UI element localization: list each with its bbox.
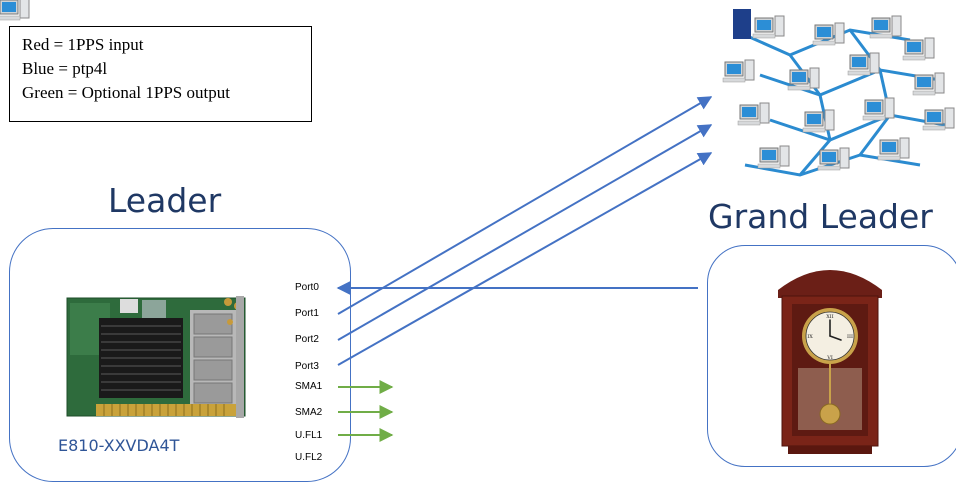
port-label-ufl1: U.FL1 [295, 430, 323, 441]
port-label-port2: Port2 [295, 334, 319, 345]
network-card-icon [66, 296, 246, 418]
pendulum-clock-icon: XII III VI IX [778, 270, 882, 454]
grand-leader-title: Grand Leader [708, 197, 933, 236]
port-label-port1: Port1 [295, 308, 319, 319]
ptp-links [336, 96, 713, 366]
port-label-sma1: SMA1 [295, 381, 323, 392]
legend-blue: Blue = ptp4l [22, 59, 108, 78]
card-label: E810-XXVDA4T [58, 436, 180, 455]
port-label-port3: Port3 [295, 361, 319, 372]
port-label-ufl2: U.FL2 [295, 452, 323, 463]
legend: Red = 1PPS input Blue = ptp4l Green = Op… [9, 26, 312, 122]
link-port1 [337, 96, 713, 315]
pps-output-arrows [338, 380, 394, 442]
legend-green: Green = Optional 1PPS output [22, 83, 230, 102]
svg-text:III: III [847, 334, 853, 340]
link-port2 [337, 124, 713, 341]
computer-network-icon [0, 0, 955, 177]
leader-title: Leader [108, 181, 222, 220]
svg-text:XII: XII [826, 314, 834, 320]
port-label-port0: Port0 [295, 282, 319, 293]
svg-text:VI: VI [826, 355, 833, 361]
legend-red: Red = 1PPS input [22, 35, 144, 54]
svg-text:IX: IX [807, 334, 813, 340]
port-label-sma2: SMA2 [295, 407, 323, 418]
link-port3 [337, 152, 713, 366]
